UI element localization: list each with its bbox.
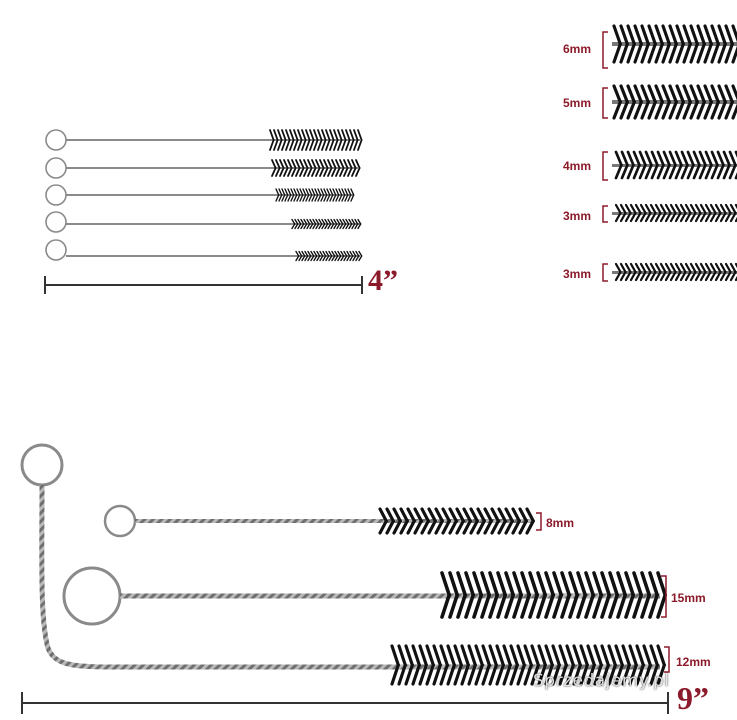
watermark-text: Sprzedajemy.pl (533, 671, 670, 691)
small-brush-5 (45, 239, 363, 262)
size-label-5mm: 5mm (563, 96, 592, 110)
closeup-brush-4mm (612, 150, 737, 180)
closeup-brush-3mm-b (612, 262, 737, 282)
small-brush-4 (45, 211, 362, 233)
small-brush-3 (45, 184, 355, 206)
large-brush-12mm (20, 443, 666, 686)
ruler-4in (44, 276, 363, 294)
size-label-3mm-b: 3mm (563, 267, 592, 281)
closeup-brush-6mm (612, 24, 737, 64)
closeup-brush-3mm-a (612, 203, 737, 223)
size-label-6mm: 6mm (563, 42, 592, 56)
closeup-brush-5mm (612, 84, 737, 120)
size-label-4mm: 4mm (563, 159, 592, 173)
large-brush-15mm (62, 566, 668, 626)
size-label-3mm-a: 3mm (563, 209, 592, 223)
large-brush-8mm (103, 504, 535, 538)
size-label-15mm: 15mm (671, 591, 706, 605)
length-label-9in: 9” (677, 680, 709, 716)
closeup-brush-group (602, 24, 737, 282)
size-label-12mm: 12mm (676, 655, 711, 669)
small-brush-set (44, 129, 363, 294)
large-brush-set (20, 443, 670, 714)
small-brush-2 (45, 157, 361, 179)
small-brush-1 (45, 129, 363, 151)
length-label-4in: 4” (368, 264, 398, 297)
size-label-8mm: 8mm (546, 516, 575, 530)
ruler-9in (21, 692, 669, 714)
